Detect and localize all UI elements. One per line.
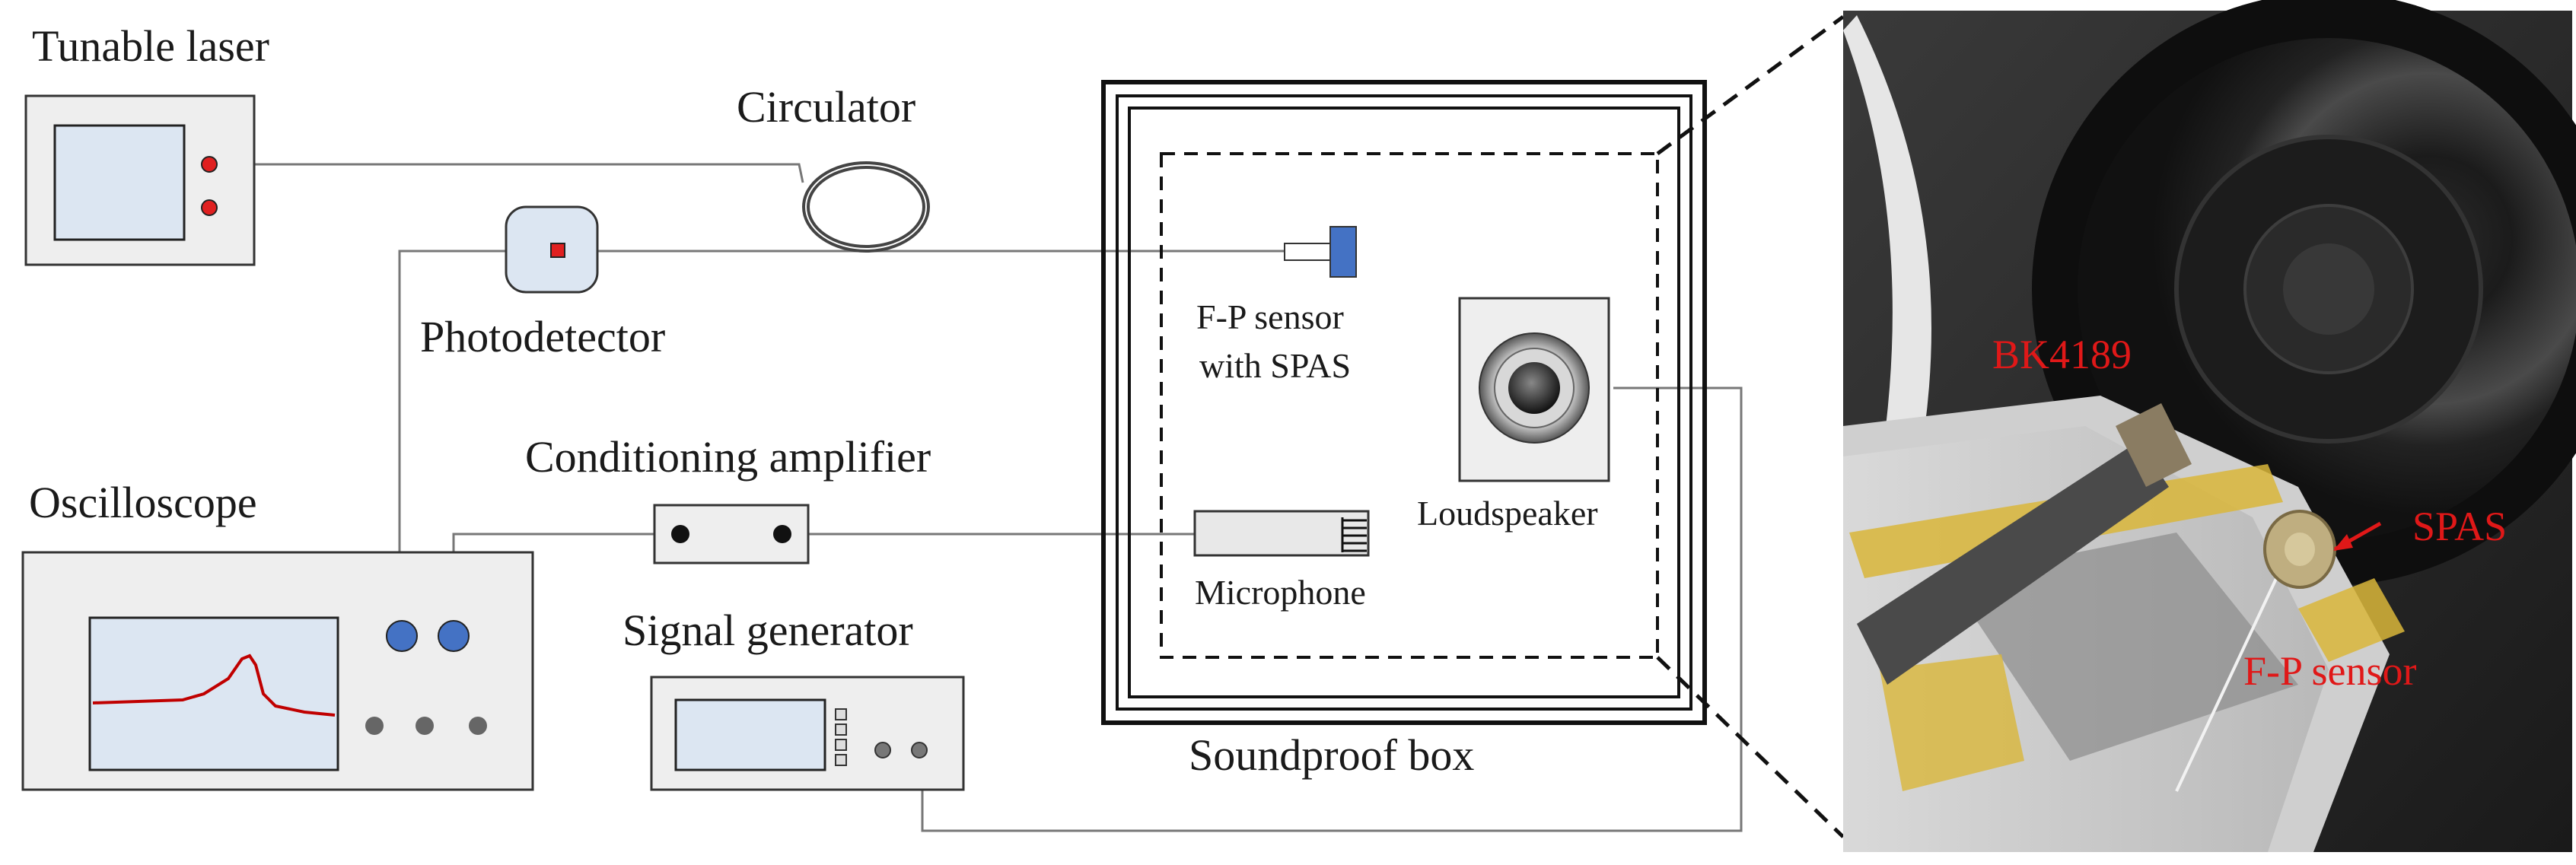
photodetector (505, 205, 599, 294)
tunable-laser (24, 94, 256, 266)
photo-label-spas: SPAS (2412, 504, 2507, 549)
signal-generator (650, 676, 965, 791)
setup-photo (1843, 0, 2576, 852)
tunable-laser-label: Tunable laser (32, 21, 269, 71)
circulator-label: Circulator (737, 82, 915, 132)
circulator (802, 161, 930, 253)
zoom-lines (1656, 14, 1845, 838)
conditioning-amplifier-label: Conditioning amplifier (525, 432, 931, 482)
oscilloscope-trace (92, 654, 336, 717)
laser-led (201, 199, 218, 216)
oscilloscope (21, 551, 534, 791)
microphone (1193, 510, 1370, 557)
wires (212, 163, 1743, 832)
laser-output-led (201, 156, 218, 173)
loudspeaker (1458, 297, 1610, 482)
oscilloscope-knob-1 (386, 620, 418, 652)
loudspeaker-label: Loudspeaker (1417, 494, 1598, 533)
fp-sensor-label-line1: F-P sensor (1196, 297, 1344, 336)
soundproof-box (1101, 80, 1707, 725)
oscilloscope-knob-2 (438, 620, 470, 652)
photo-label-fp-sensor: F-P sensor (2243, 648, 2417, 694)
signal-generator-label: Signal generator (623, 606, 913, 655)
microphone-label: Microphone (1195, 573, 1366, 612)
conditioning-amplifier (653, 504, 810, 564)
photo-label-bk4189: BK4189 (1992, 332, 2132, 377)
fp-sensor-label-line2: with SPAS (1199, 346, 1351, 385)
fp-sensor (1284, 226, 1357, 278)
oscilloscope-label: Oscilloscope (29, 478, 257, 527)
soundproof-box-label: Soundproof box (1189, 730, 1474, 780)
photodetector-label: Photodetector (420, 312, 665, 361)
